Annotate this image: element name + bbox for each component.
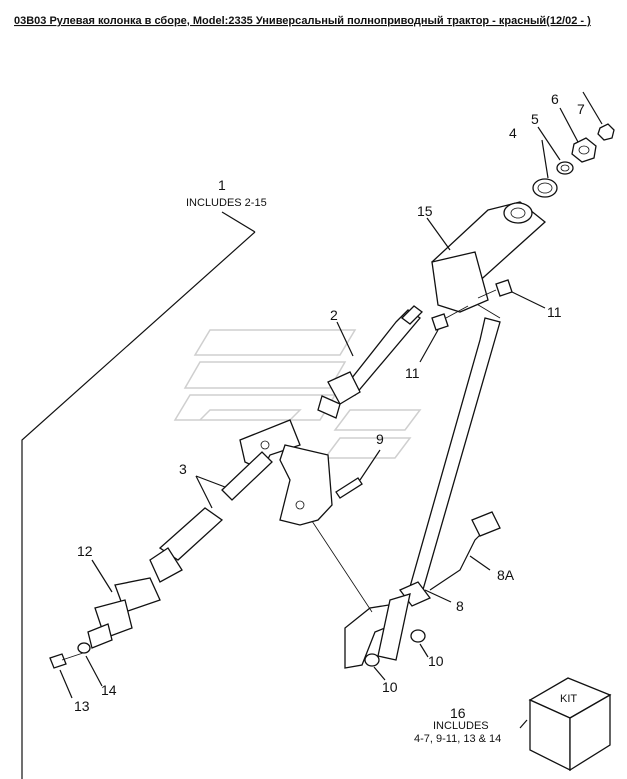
bolt-13 xyxy=(49,651,87,669)
callout-10-right: 10 xyxy=(428,653,444,669)
callout-11-upper: 11 xyxy=(547,304,562,320)
callout-7: 7 xyxy=(577,101,585,117)
callout-6: 6 xyxy=(551,91,559,107)
callout-10-left: 10 xyxy=(382,679,398,695)
upper-column-tube xyxy=(431,201,547,313)
callout-12: 12 xyxy=(77,543,93,559)
callout-9: 9 xyxy=(376,431,384,447)
upper-hardware xyxy=(532,123,615,198)
kit-label: KIT xyxy=(560,693,577,705)
lower-shaft-lower xyxy=(149,507,224,583)
lower-shaft-upper xyxy=(221,451,273,501)
callout-14: 14 xyxy=(101,682,117,698)
callout-1-note: INCLUDES 2-15 xyxy=(186,197,267,209)
bolt-11-lower xyxy=(431,305,469,331)
watermark-logo xyxy=(173,329,422,459)
kit-box-icon xyxy=(528,677,612,772)
callout-1: 1 xyxy=(218,177,226,193)
callout-2: 2 xyxy=(330,307,338,323)
callout-8: 8 xyxy=(456,598,464,614)
assembly-bracket xyxy=(21,211,256,779)
diagram-title: 03B03 Рулевая колонка в сборе, Model:233… xyxy=(14,15,591,27)
callout-16-note-1: INCLUDES xyxy=(433,720,489,732)
callout-8a: 8A xyxy=(497,567,515,583)
callout-13: 13 xyxy=(74,698,90,714)
roll-pin xyxy=(335,477,363,499)
bushing-10-left xyxy=(364,653,380,667)
callout-11-lower: 11 xyxy=(405,365,420,381)
callout-16-note-2: 4-7, 9-11, 13 & 14 xyxy=(414,733,501,745)
callout-16: 16 xyxy=(450,705,466,721)
callout-3: 3 xyxy=(179,461,187,477)
tilt-lever-assembly xyxy=(377,511,501,661)
leader-lines xyxy=(59,91,603,729)
lower-coupler xyxy=(87,577,161,649)
nut-14 xyxy=(77,642,91,654)
callout-4: 4 xyxy=(509,125,517,141)
callout-15: 15 xyxy=(417,203,433,219)
universal-joint xyxy=(317,371,361,419)
bolt-11-upper xyxy=(477,279,513,299)
bushing-10-right xyxy=(410,629,426,643)
callout-5: 5 xyxy=(531,111,539,127)
steering-shaft xyxy=(343,305,423,396)
column-bracket xyxy=(239,419,333,526)
